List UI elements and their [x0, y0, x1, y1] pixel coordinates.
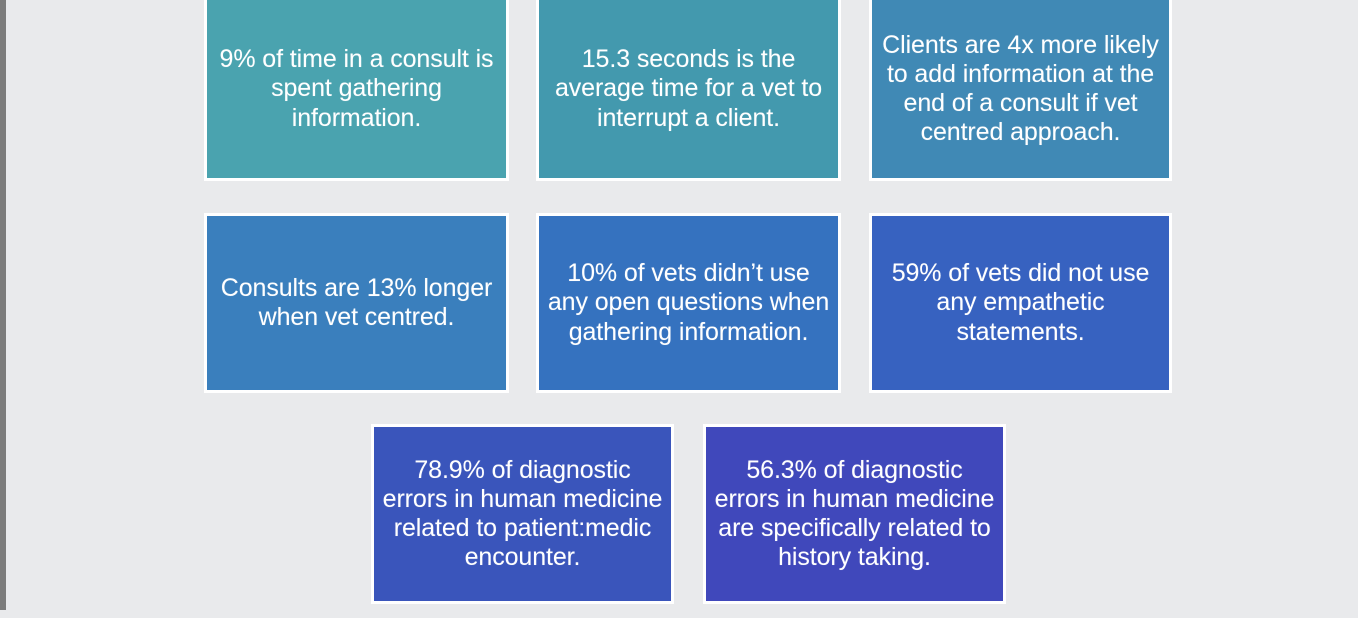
stat-tile-clients-add-information[interactable]: Clients are 4x more likely to add inform… — [869, 0, 1172, 181]
left-scroll-rail — [0, 0, 6, 610]
stat-tile-open-questions[interactable]: 10% of vets didn’t use any open question… — [536, 213, 841, 393]
stat-tile-empathetic-statements[interactable]: 59% of vets did not use any empathetic s… — [869, 213, 1172, 393]
stat-tile-text: 78.9% of diagnostic errors in human medi… — [382, 455, 663, 572]
stat-tile-text: 9% of time in a consult is spent gatheri… — [219, 45, 494, 132]
stat-tile-text: Consults are 13% longer when vet centred… — [220, 273, 493, 331]
stat-tile-text: 59% of vets did not use any empathetic s… — [891, 259, 1150, 346]
stat-tile-text: Clients are 4x more likely to add inform… — [882, 30, 1159, 147]
stat-tile-consult-length[interactable]: Consults are 13% longer when vet centred… — [204, 213, 509, 393]
stat-tile-interrupt-time[interactable]: 15.3 seconds is the average time for a v… — [536, 0, 841, 181]
stat-tile-diagnostic-errors-history[interactable]: 56.3% of diagnostic errors in human medi… — [703, 424, 1006, 604]
stat-tile-time-gathering-information[interactable]: 9% of time in a consult is spent gatheri… — [204, 0, 509, 181]
stat-tile-diagnostic-errors-encounter[interactable]: 78.9% of diagnostic errors in human medi… — [371, 424, 674, 604]
stat-tile-text: 15.3 seconds is the average time for a v… — [554, 45, 823, 132]
stat-tile-text: 10% of vets didn’t use any open question… — [547, 259, 830, 346]
stat-tile-text: 56.3% of diagnostic errors in human medi… — [714, 455, 995, 572]
